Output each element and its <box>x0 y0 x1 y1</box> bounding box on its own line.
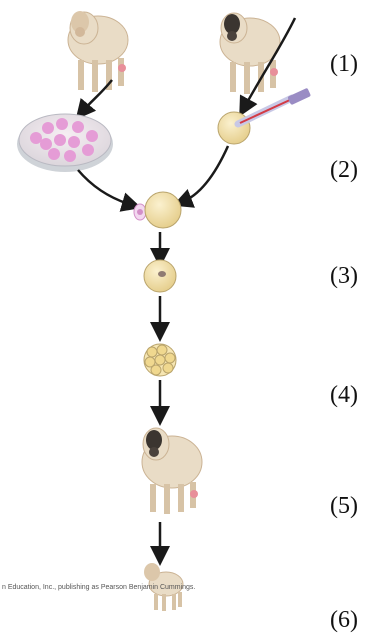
arrow-egg-to-fusion <box>182 146 228 202</box>
arrow-dish-to-fusion <box>78 170 132 205</box>
copyright-credit: n Education, Inc., publishing as Pearson… <box>2 584 242 591</box>
step-label-2: (2) <box>330 158 380 182</box>
step-label-6: (6) <box>330 608 380 632</box>
step-label-5: (5) <box>330 494 380 518</box>
egg-cell-enucleation <box>218 88 311 144</box>
reconstructed-egg <box>144 260 176 292</box>
step-label-4: (4) <box>330 383 380 407</box>
donor-sheep-white-face <box>68 11 128 92</box>
step-label-3: (3) <box>330 264 380 288</box>
early-embryo <box>144 344 176 376</box>
egg-donor-sheep-black-face <box>220 13 280 94</box>
culture-dish <box>17 114 113 172</box>
surrogate-sheep-black-face <box>142 428 202 514</box>
cell-fusion <box>134 192 181 228</box>
step-label-1: (1) <box>330 52 380 76</box>
